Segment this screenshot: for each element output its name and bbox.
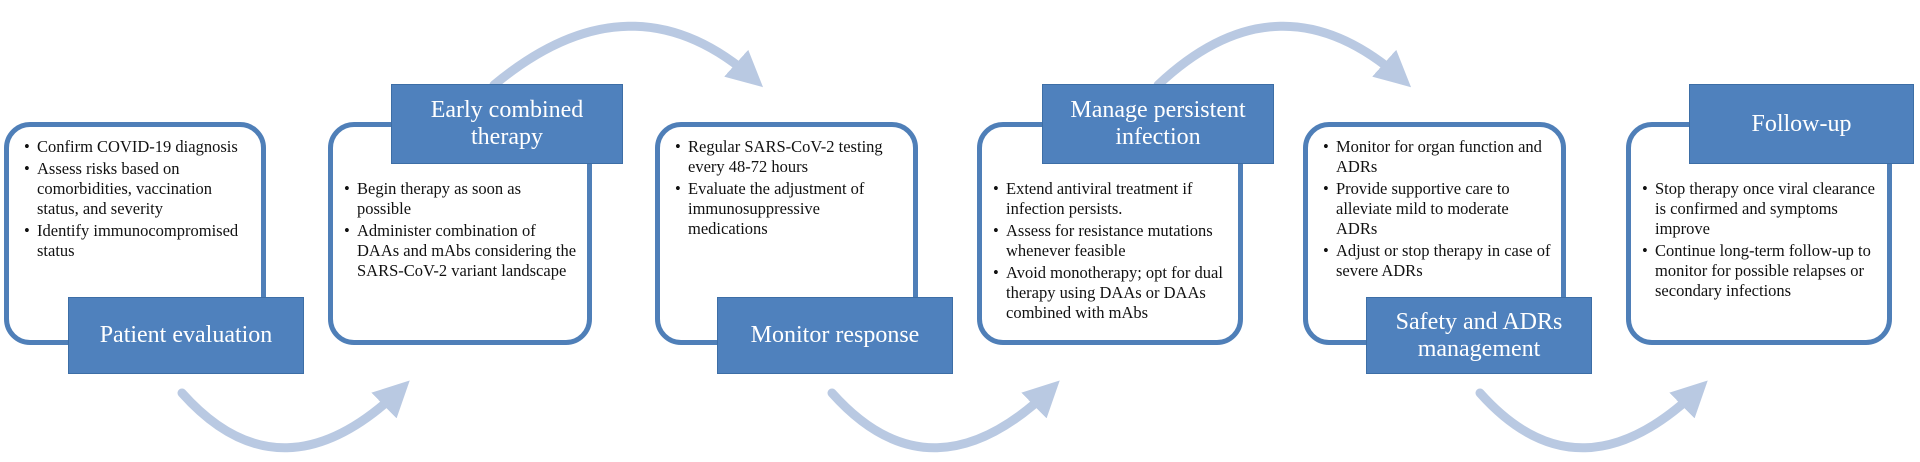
step-3-bullet-1: Regular SARS-CoV-2 testing every 48-72 h… [674, 137, 903, 177]
step-4-label: Manage persistent infection [1042, 84, 1274, 164]
step-4-bullet-1: Extend antiviral treatment if infection … [992, 179, 1228, 219]
step-5-bullet-2: Provide supportive care to alleviate mil… [1322, 179, 1551, 239]
step-6-bullet-1: Stop therapy once viral clearance is con… [1641, 179, 1877, 239]
arrow-3-to-4 [827, 380, 1060, 453]
step-6-bullets: Stop therapy once viral clearance is con… [1641, 179, 1877, 301]
arrow-4-to-5 [1153, 21, 1412, 90]
step-1-box: Confirm COVID-19 diagnosis Assess risks … [4, 122, 266, 345]
step-6-bullet-2: Continue long-term follow-up to monitor … [1641, 241, 1877, 301]
step-4-bullet-3: Avoid monotherapy; opt for dual therapy … [992, 263, 1228, 323]
step-1-bullet-2: Assess risks based on comorbidities, vac… [23, 159, 251, 219]
arrow-2-to-3 [489, 21, 764, 90]
step-5-bullet-1: Monitor for organ function and ADRs [1322, 137, 1551, 177]
step-4-bullets: Extend antiviral treatment if infection … [992, 179, 1228, 323]
step-3-bullet-2: Evaluate the adjustment of immunosuppres… [674, 179, 903, 239]
step-1-bullets: Confirm COVID-19 diagnosis Assess risks … [23, 137, 251, 261]
step-5-label: Safety and ADRs management [1366, 297, 1592, 374]
step-1-bullet-3: Identify immunocompromised status [23, 221, 251, 261]
step-2-bullet-2: Administer combination of DAAs and mAbs … [343, 221, 577, 281]
arrow-5-to-6 [1475, 380, 1708, 453]
step-4-bullet-2: Assess for resistance mutations whenever… [992, 221, 1228, 261]
step-1-label: Patient evaluation [68, 297, 304, 374]
step-1-bullet-1: Confirm COVID-19 diagnosis [23, 137, 251, 157]
step-2-label: Early combined therapy [391, 84, 623, 164]
step-3-label: Monitor response [717, 297, 953, 374]
step-2-bullet-1: Begin therapy as soon as possible [343, 179, 577, 219]
step-5-bullet-3: Adjust or stop therapy in case of severe… [1322, 241, 1551, 281]
step-3-bullets: Regular SARS-CoV-2 testing every 48-72 h… [674, 137, 903, 239]
step-6-label: Follow-up [1689, 84, 1914, 164]
step-5-bullets: Monitor for organ function and ADRs Prov… [1322, 137, 1551, 281]
arrow-1-to-2 [177, 380, 410, 453]
step-2-bullets: Begin therapy as soon as possible Admini… [343, 179, 577, 281]
